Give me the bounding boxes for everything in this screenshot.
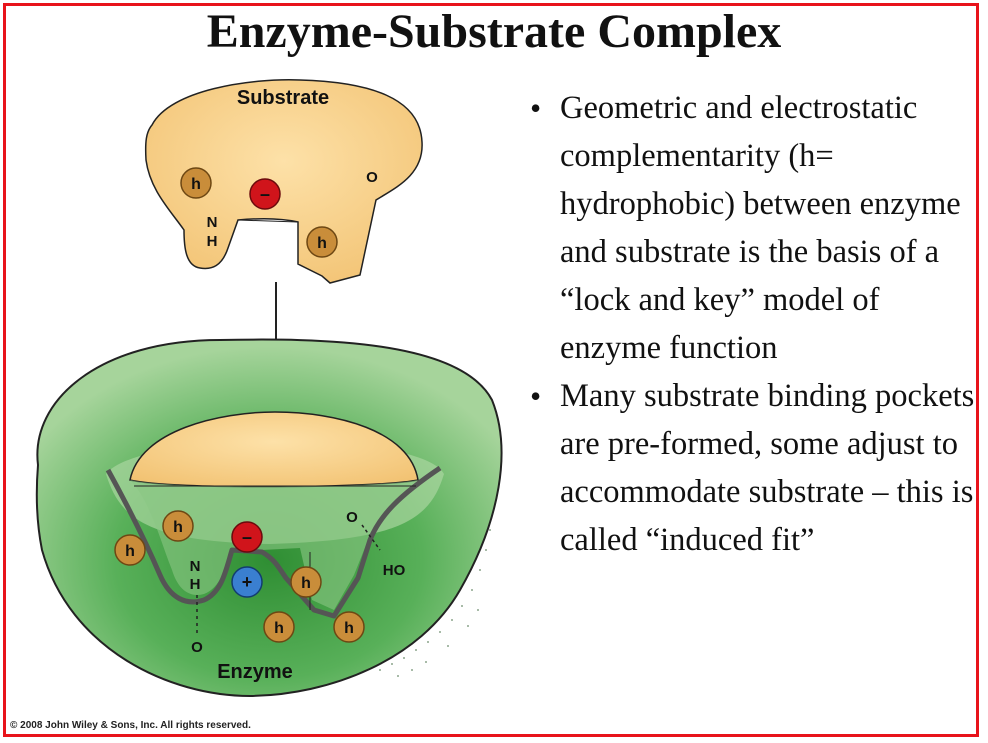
nitrogen-atom: N [190, 558, 201, 575]
hydrophobic-group: h [307, 227, 337, 257]
enzyme-label: Enzyme [217, 661, 293, 683]
oxygen-atom: O [346, 509, 358, 526]
substrate-label: Substrate [237, 87, 329, 109]
slide-title: Enzyme-Substrate Complex [0, 4, 988, 59]
copyright-notice: © 2008 John Wiley & Sons, Inc. All right… [10, 720, 251, 731]
bullet-text: Many substrate binding pockets are pre-f… [560, 378, 974, 558]
hydrophobic-symbol: h [301, 575, 311, 592]
negative-charge: – [232, 522, 262, 552]
negative-charge-symbol: – [242, 527, 252, 547]
hydrophobic-group: h [115, 535, 145, 565]
bullet-text: Geometric and electrostatic complementar… [560, 90, 961, 366]
oxygen-atom: O [366, 169, 378, 186]
substrate-molecule: Substrate h – h O N H [146, 80, 422, 283]
bullet-dot: • [530, 84, 541, 132]
hydrophobic-symbol: h [125, 543, 135, 560]
bullet-dot: • [530, 372, 541, 420]
hydrophobic-symbol: h [274, 620, 284, 637]
positive-charge: + [232, 567, 262, 597]
positive-charge-symbol: + [242, 572, 253, 592]
enzyme-substrate-diagram: Substrate h – h O N H [0, 70, 520, 720]
hydrogen-atom: H [207, 233, 218, 250]
hydrophobic-symbol: h [191, 176, 201, 193]
hydroxyl-group: HO [383, 562, 406, 579]
hydrophobic-group: h [291, 567, 321, 597]
enzyme-molecule: h h – + h h h O HO N H O Enzyme [37, 340, 502, 696]
oxygen-atom: O [191, 639, 203, 656]
hydrophobic-group: h [264, 612, 294, 642]
hydrophobic-group: h [181, 168, 211, 198]
negative-charge: – [250, 179, 280, 209]
negative-charge-symbol: – [260, 184, 270, 204]
hydrophobic-symbol: h [173, 519, 183, 536]
bullet-list: • Geometric and electrostatic complement… [530, 84, 980, 564]
hydrogen-atom: H [190, 576, 201, 593]
hydrophobic-group: h [334, 612, 364, 642]
bullet-item: • Many substrate binding pockets are pre… [530, 372, 980, 564]
nitrogen-atom: N [207, 214, 218, 231]
hydrophobic-group: h [163, 511, 193, 541]
hydrophobic-symbol: h [344, 620, 354, 637]
hydrophobic-symbol: h [317, 235, 327, 252]
bullet-item: • Geometric and electrostatic complement… [530, 84, 980, 372]
